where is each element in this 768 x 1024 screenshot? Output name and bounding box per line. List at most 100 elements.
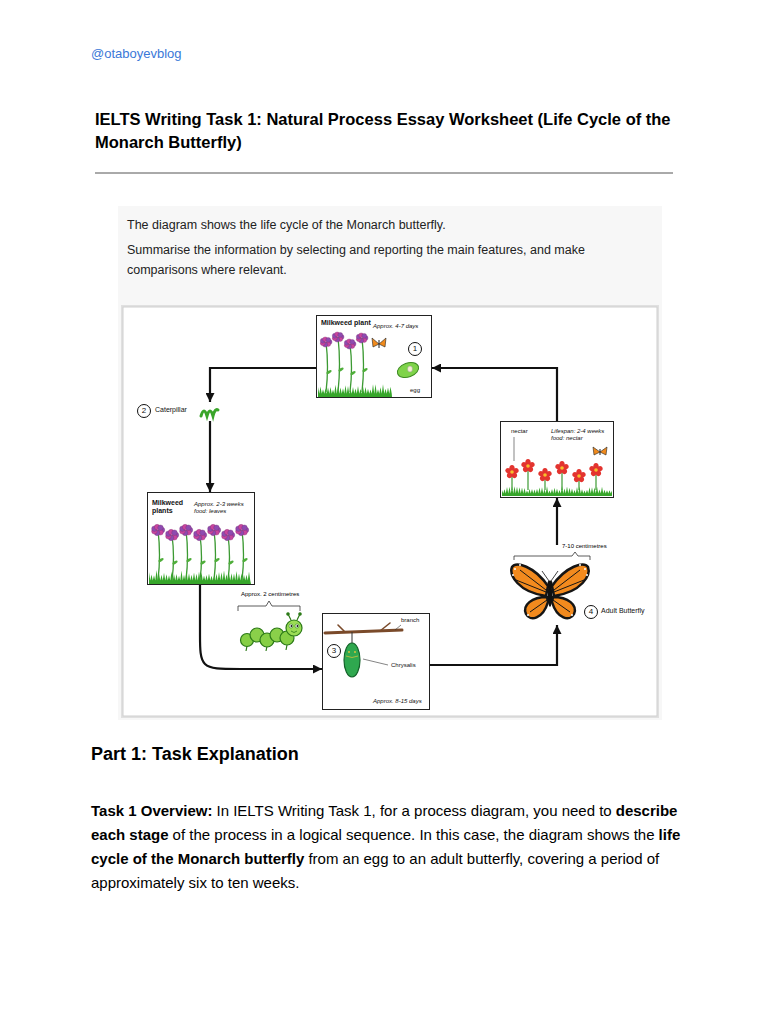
small-butterfly [379, 338, 386, 347]
flower-illustration [543, 473, 547, 477]
chrysalis-picture [344, 643, 360, 677]
duration-note: Approx. 2-3 weeks food: leaves [194, 501, 252, 515]
flower-illustration [242, 530, 244, 580]
cycle-arrow [200, 585, 322, 669]
flower-illustration [200, 535, 202, 580]
monarch-butterfly-picture [519, 564, 521, 566]
monarch-butterfly-picture [548, 583, 552, 607]
egg-leaf [395, 360, 420, 381]
small-butterfly [593, 447, 607, 455]
egg-leaf [395, 360, 420, 381]
flower-illustration [538, 470, 547, 477]
flower-illustration [338, 332, 343, 337]
flower-illustration [186, 530, 188, 580]
stage-box: nectarLifespan: 2-4 weeks food: nectar [500, 421, 614, 498]
small-butterfly [379, 340, 380, 348]
callout-number: 2 [137, 404, 151, 418]
flower-illustration [228, 560, 234, 565]
leader-line [514, 437, 515, 461]
cycle-arrow [556, 498, 558, 545]
caterpillar-picture [299, 613, 301, 615]
task-instruction: Summarise the information by selecting a… [127, 240, 622, 280]
leader-line [363, 659, 388, 665]
flower-illustration [149, 570, 251, 584]
flower-illustration [510, 470, 514, 474]
branch-picture [338, 623, 390, 632]
part-label: Chrysalis [391, 662, 416, 669]
stage-label: 2 Caterpillar [137, 402, 227, 421]
chrysalis-picture [354, 651, 356, 653]
flower-illustration [158, 557, 164, 562]
monarch-butterfly-picture [584, 568, 586, 570]
caterpillar-picture [288, 614, 300, 620]
stage-box: Milkweed plantsApprox. 2-3 weeks food: l… [147, 492, 255, 585]
caterpillar-icon [201, 410, 218, 416]
stage-name: Caterpillar [155, 406, 187, 414]
flower-illustration [594, 468, 598, 472]
title-rule [95, 173, 673, 174]
flower-illustration [242, 525, 248, 531]
flower-illustration [158, 530, 160, 580]
flower-illustration [362, 338, 364, 392]
flower-illustration [228, 530, 234, 536]
task-prompt: The diagram shows the life cycle of the … [127, 215, 446, 235]
page-title: IELTS Writing Task 1: Natural Process Es… [95, 108, 685, 154]
flower-illustration [242, 557, 248, 562]
flower-illustration [214, 557, 220, 562]
part-label: egg [409, 387, 421, 394]
blog-handle: @otaboyevblog [91, 47, 182, 62]
leader-line [395, 625, 401, 630]
stage-box: branch3ChrysalisApprox. 8-15 days [322, 613, 430, 710]
small-butterfly [372, 338, 379, 347]
cycle-arrow [432, 368, 557, 421]
caterpillar-picture [297, 625, 299, 627]
flower-illustration [214, 530, 216, 580]
flower-illustration [158, 525, 164, 531]
connector-layer [200, 368, 557, 669]
monarch-butterfly-picture [571, 614, 573, 616]
body-text: of the process in a logical sequence. In… [173, 826, 655, 843]
flower-illustration [555, 463, 564, 470]
monarch-butterfly-picture [548, 581, 553, 586]
flower-illustration [350, 370, 356, 375]
flower-illustration [572, 471, 581, 478]
body-text: In IELTS Writing Task 1, for a process d… [217, 802, 612, 819]
monarch-butterfly-picture [514, 568, 516, 570]
flower-illustration [362, 367, 368, 372]
callout-number: 4 [584, 605, 598, 619]
flower-illustration [526, 464, 530, 468]
diagram-frame [123, 307, 657, 716]
cycle-arrow [430, 625, 557, 665]
flower-illustration [505, 467, 514, 474]
caterpillar-picture [286, 620, 302, 636]
caterpillar-picture [295, 624, 299, 628]
monarch-butterfly-picture [527, 614, 529, 616]
branch-picture [325, 630, 402, 633]
flower-illustration [338, 337, 340, 392]
monarch-butterfly-picture [512, 574, 514, 576]
small-butterfly [593, 447, 600, 455]
stage-label: 4Adult Butterfly [506, 545, 652, 625]
stage-box: Milkweed plantApprox. 4-7 days1egg [316, 315, 432, 398]
flower-illustration [149, 332, 612, 584]
flower-illustration [172, 560, 178, 565]
stage-name: Adult Butterfly [601, 607, 645, 615]
size-bracket [238, 601, 300, 611]
flower-illustration [326, 337, 331, 342]
flower-illustration [362, 333, 367, 338]
duration-note: Approx. 4-7 days [373, 323, 418, 330]
image-panel [118, 206, 662, 720]
small-butterfly [600, 447, 607, 455]
monarch-butterfly-picture [511, 564, 588, 618]
branch-picture [325, 623, 402, 633]
caterpillar-picture [241, 613, 303, 651]
cycle-arrow [210, 368, 316, 402]
monarch-butterfly-picture [542, 571, 558, 581]
flower-illustration [338, 367, 344, 372]
caterpillar-picture [289, 624, 293, 628]
flower-illustration [200, 560, 206, 565]
flower-illustration [214, 525, 220, 531]
flower-illustration [577, 474, 581, 478]
part-label: nectar [511, 428, 528, 435]
